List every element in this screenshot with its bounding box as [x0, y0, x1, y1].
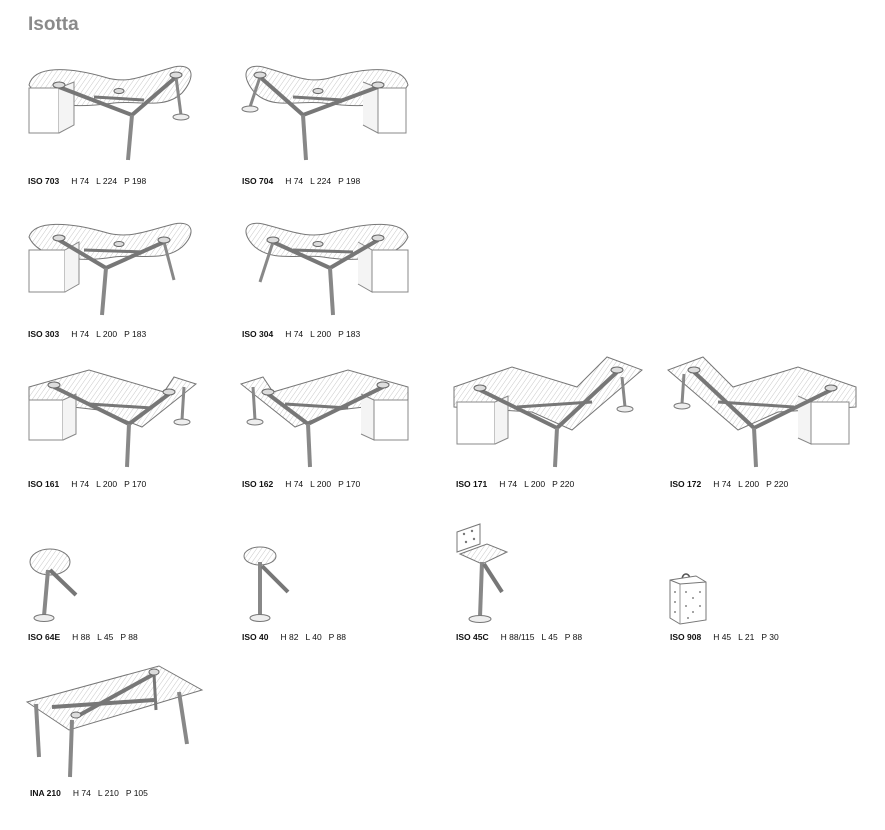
product-drawing-angled-desk: [24, 362, 199, 472]
product-length: L 200: [96, 479, 118, 489]
product-height: H 45: [713, 632, 732, 642]
product-depth: P 220: [552, 479, 575, 489]
product-drawing-curved-desk: [238, 212, 413, 322]
product-code: ISO 172: [670, 479, 702, 489]
product-height: H 74: [285, 176, 304, 186]
product-length: L 200: [310, 479, 332, 489]
product-caption: ISO 304 H 74 L 200 P 183: [242, 329, 367, 339]
product-length: L 200: [738, 479, 760, 489]
product-depth: P 220: [766, 479, 789, 489]
product-length: L 40: [305, 632, 322, 642]
product-drawing-curved-desk: [24, 212, 199, 322]
product-caption: ISO 161 H 74 L 200 P 170: [28, 479, 153, 489]
product-drawing-angled-desk: [238, 362, 413, 472]
product-depth: P 170: [124, 479, 147, 489]
product-height: H 74: [713, 479, 732, 489]
product-depth: P 88: [120, 632, 138, 642]
product-drawing-wastebasket: [666, 570, 716, 625]
product-code: ISO 704: [242, 176, 274, 186]
product-depth: P 170: [338, 479, 361, 489]
product-caption: ISO 45C H 88/115 L 45 P 88: [456, 632, 589, 642]
product-code: INA 210: [30, 788, 61, 798]
product-height: H 74: [71, 176, 90, 186]
product-length: L 45: [97, 632, 114, 642]
product-height: H 74: [71, 479, 90, 489]
product-height: H 88: [72, 632, 91, 642]
product-caption: ISO 162 H 74 L 200 P 170: [242, 479, 367, 489]
product-drawing-angled-desk: [452, 352, 647, 472]
product-length: L 200: [310, 329, 332, 339]
product-depth: P 105: [125, 788, 148, 798]
product-code: ISO 45C: [456, 632, 489, 642]
product-length: L 200: [96, 329, 118, 339]
product-code: ISO 304: [242, 329, 274, 339]
product-drawing-side-table: [238, 540, 308, 625]
product-caption: ISO 40 H 82 L 40 P 88: [242, 632, 353, 642]
product-height: H 74: [499, 479, 518, 489]
product-height: H 74: [285, 329, 304, 339]
product-length: L 224: [96, 176, 118, 186]
product-code: ISO 64E: [28, 632, 61, 642]
product-caption: ISO 64E H 88 L 45 P 88: [28, 632, 145, 642]
product-drawing-curved-desk: [238, 55, 413, 165]
product-height: H 88/115: [500, 632, 535, 642]
product-length: L 224: [310, 176, 332, 186]
product-code: ISO 171: [456, 479, 488, 489]
product-drawing-curved-desk: [24, 55, 199, 165]
product-depth: P 198: [338, 176, 361, 186]
product-caption: ISO 908 H 45 L 21 P 30: [670, 632, 786, 642]
product-caption: INA 210 H 74 L 210 P 105: [30, 788, 155, 798]
product-drawing-side-table: [24, 540, 94, 625]
product-code: ISO 40: [242, 632, 269, 642]
product-depth: P 88: [328, 632, 347, 642]
product-caption: ISO 703 H 74 L 224 P 198: [28, 176, 153, 186]
product-code: ISO 162: [242, 479, 274, 489]
product-height: H 74: [285, 479, 304, 489]
product-height: H 74: [71, 329, 90, 339]
product-height: H 82: [280, 632, 299, 642]
product-depth: P 198: [124, 176, 147, 186]
product-caption: ISO 172 H 74 L 200 P 220: [670, 479, 795, 489]
product-depth: P 183: [124, 329, 147, 339]
product-code: ISO 161: [28, 479, 60, 489]
product-height: H 74: [72, 788, 91, 798]
product-drawing-angled-desk: [666, 352, 861, 472]
page-title: Isotta: [28, 14, 79, 35]
product-drawing-stool: [452, 522, 527, 627]
product-depth: P 183: [338, 329, 361, 339]
product-caption: ISO 704 H 74 L 224 P 198: [242, 176, 367, 186]
product-length: L 210: [97, 788, 119, 798]
product-code: ISO 908: [670, 632, 702, 642]
product-length: L 45: [541, 632, 558, 642]
product-depth: P 30: [761, 632, 779, 642]
product-length: L 21: [738, 632, 755, 642]
product-drawing-rectangular-table: [24, 662, 204, 782]
product-caption: ISO 171 H 74 L 200 P 220: [456, 479, 581, 489]
product-length: L 200: [524, 479, 546, 489]
product-code: ISO 703: [28, 176, 60, 186]
product-code: ISO 303: [28, 329, 60, 339]
product-depth: P 88: [564, 632, 583, 642]
product-caption: ISO 303 H 74 L 200 P 183: [28, 329, 153, 339]
